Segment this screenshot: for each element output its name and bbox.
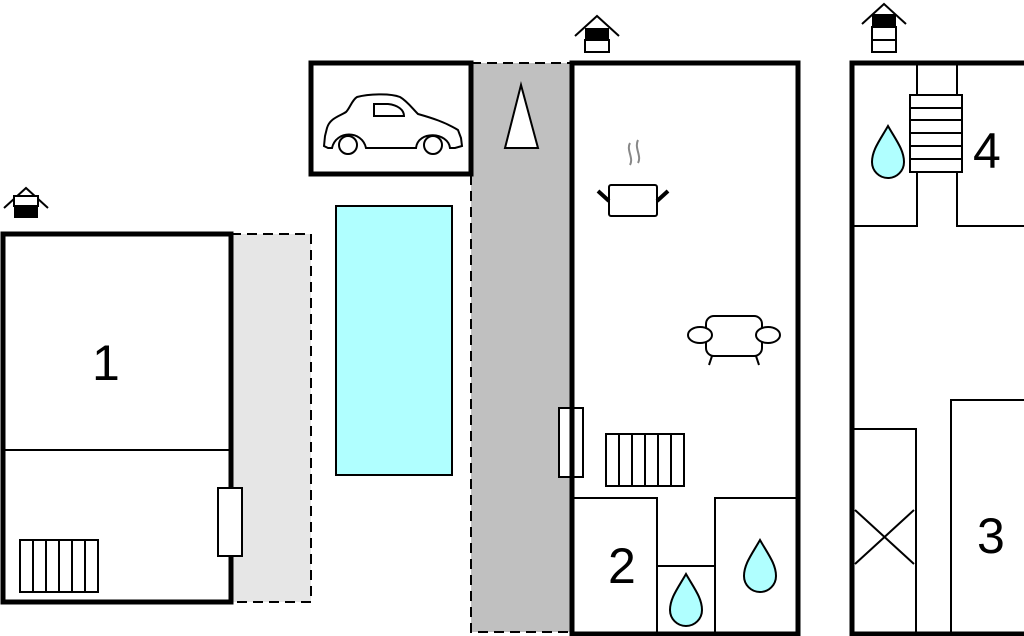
house-entrance-icon [574,15,620,53]
terrace [230,233,312,603]
radiator-icon [605,433,685,487]
cooking-pot-icon [596,139,670,217]
stairs-icon [909,94,963,173]
room-label: 4 [973,123,1001,179]
north-arrow-icon [503,81,540,149]
garage [308,60,474,177]
sofa-icon [687,315,781,366]
path-strip [470,62,572,633]
room-label: 2 [608,538,636,594]
building-1: 1 [0,231,243,605]
car-icon [322,93,464,155]
room-3 [950,399,1024,635]
room-2 [571,497,658,635]
house-entrance-icon [3,187,49,218]
window-icon [217,487,243,557]
room-label: 3 [977,508,1005,564]
radiator-icon [19,539,99,593]
closet [852,428,917,635]
room-label: 1 [92,335,120,391]
house-entrance-icon [861,3,907,53]
building-2: 2 [558,60,801,636]
building-3-4: 4 3 [849,60,1024,636]
pool [335,205,453,476]
